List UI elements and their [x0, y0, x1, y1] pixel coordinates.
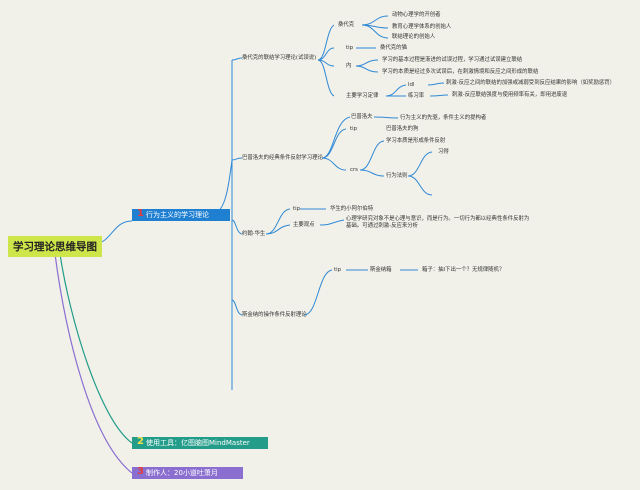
- branch-behaviorism[interactable]: 1 行为主义的学习理论: [132, 208, 230, 221]
- node-skinner-box[interactable]: 斯金纳箱: [370, 267, 392, 273]
- node-watson-tip[interactable]: 华生的小阿尔伯特: [330, 206, 374, 212]
- branch-number: 3: [137, 466, 144, 477]
- node-pavlov-law[interactable]: 行为法则: [386, 173, 408, 179]
- node-view-key[interactable]: 内: [346, 63, 352, 69]
- node-exp-key[interactable]: tip: [346, 45, 354, 51]
- root-topic[interactable]: 学习理论思维导图: [8, 236, 102, 257]
- node-role-3[interactable]: 联结理论的创始人: [392, 34, 436, 40]
- node-skinner-box-text[interactable]: 箱子：抽l下出一个？无规律随机？: [422, 267, 505, 273]
- branch-number: 1: [137, 208, 144, 219]
- topic-skinner[interactable]: 斯金纳的操作条件反射理论: [242, 312, 307, 318]
- branch-label: 制作人：20小道吐萧月: [146, 469, 218, 477]
- branch-tool[interactable]: 2 使用工具：亿图脑图MindMaster: [132, 436, 268, 449]
- node-pavlov-exp[interactable]: 巴普洛夫的狗: [386, 126, 419, 132]
- topic-thorndike[interactable]: 桑代克的联结学习理论(试误说): [242, 55, 317, 61]
- node-pavlov-exp-key[interactable]: tip: [350, 126, 358, 132]
- node-pavlov-law-child[interactable]: 习得: [438, 149, 449, 155]
- node-law1-key[interactable]: ldl: [408, 82, 415, 88]
- node-pavlov-phenom[interactable]: 学习本质是形成条件反射: [386, 138, 446, 144]
- node-law1[interactable]: 刺激-反应之间的联结的加强或减弱受到反应结果的影响（如奖励惩罚）: [446, 80, 616, 86]
- node-law2[interactable]: 练习率: [408, 93, 425, 99]
- node-watson-tip-key[interactable]: tip: [293, 206, 301, 212]
- topic-watson[interactable]: 约翰·华生: [242, 231, 266, 237]
- branch-label: 行为主义的学习理论: [146, 211, 209, 219]
- node-role-1[interactable]: 动物心理学的开创者: [392, 12, 441, 18]
- node-law2-text[interactable]: 刺激-反应联结强度与使用频率有关，即用进废退: [452, 92, 568, 98]
- node-view-2[interactable]: 学习的本质是经过多次试误后，在刺激情境和反应之间形成的联结: [382, 69, 539, 75]
- node-exp[interactable]: 桑代克的猫: [380, 45, 407, 51]
- topic-pavlov[interactable]: 巴普洛夫的经典条件反射学习理论: [242, 155, 323, 161]
- node-role-2[interactable]: 教育心理学体系的创始人: [392, 24, 452, 30]
- node-skinner-tip-key[interactable]: tip: [334, 267, 342, 273]
- node-thorndike-role[interactable]: 桑代克: [338, 22, 355, 28]
- node-laws[interactable]: 主要学习定律: [346, 93, 379, 99]
- node-pavlov-person[interactable]: 巴普洛夫: [351, 114, 373, 120]
- node-watson-view[interactable]: 主要观点: [293, 222, 315, 228]
- node-pavlov-person-text[interactable]: 行为主义的先驱，条件主义的提构者: [400, 115, 487, 121]
- branch-number: 2: [137, 436, 144, 447]
- node-view-1[interactable]: 学习的基本过程是渐进的试误过程，学习通过试误建立联结: [382, 57, 523, 63]
- branch-author[interactable]: 3 制作人：20小道吐萧月: [132, 466, 243, 479]
- branch-label: 使用工具：亿图脑图MindMaster: [146, 439, 250, 447]
- node-pavlov-sub-key[interactable]: crs: [350, 167, 358, 173]
- node-watson-view-text[interactable]: 心理学研究对象不是心理与意识，而是行为。一切行为都以经典性条件反射为基础。可通过…: [346, 216, 530, 230]
